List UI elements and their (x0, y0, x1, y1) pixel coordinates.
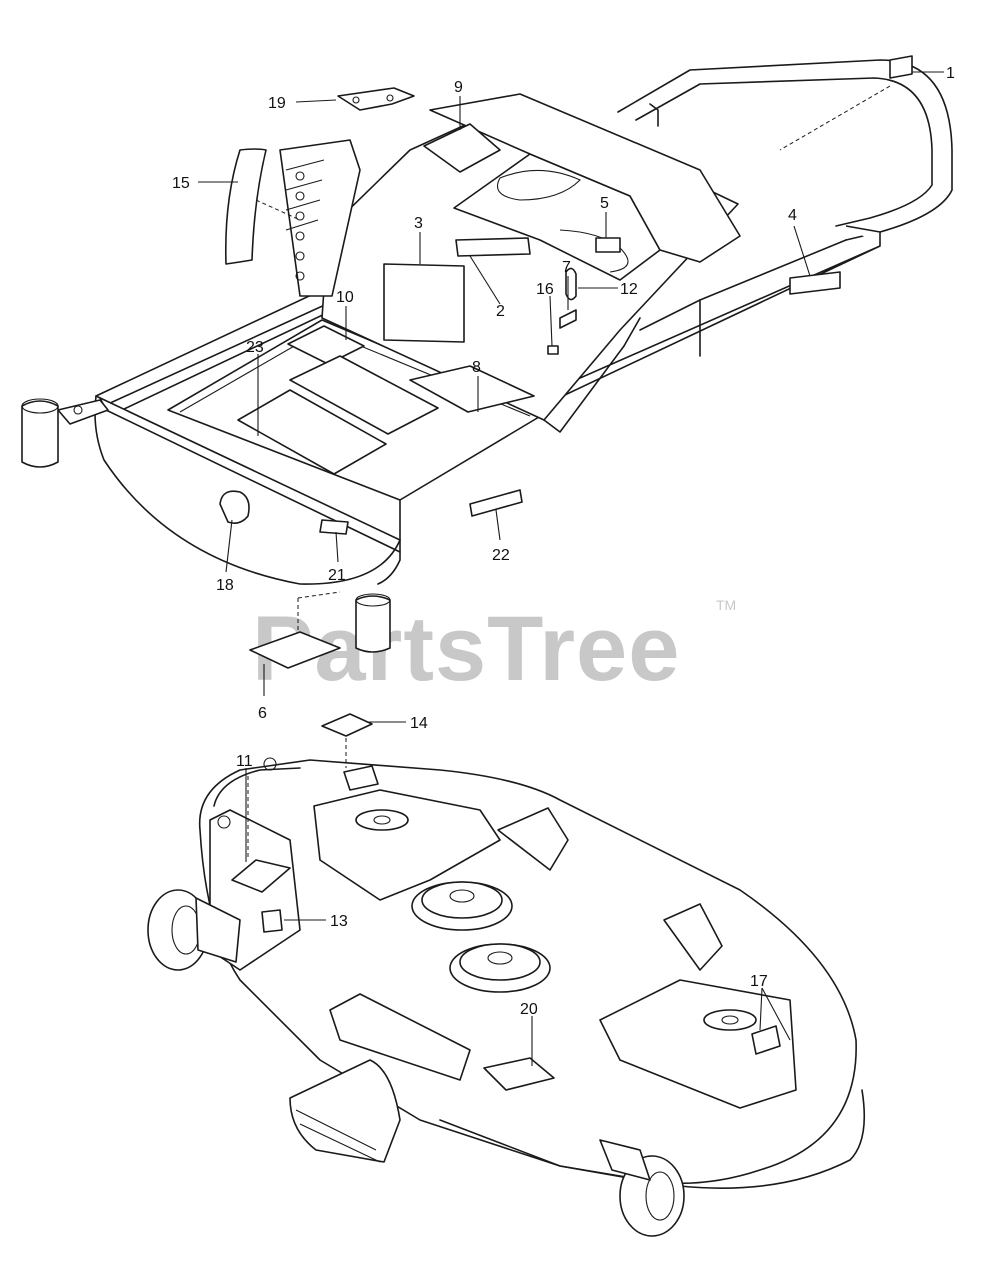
callout-label: 19 (268, 95, 286, 112)
callout-label: 1 (946, 65, 955, 82)
callout-label: 6 (258, 705, 267, 722)
callout-label: 21 (328, 567, 346, 584)
callout-12: 12 (578, 281, 638, 298)
callout-2: 2 (469, 255, 505, 320)
callout-label: 3 (414, 215, 423, 232)
callout-label: 22 (492, 547, 510, 564)
callout-3: 3 (414, 215, 423, 264)
callout-19: 19 (268, 95, 337, 112)
callout-20: 20 (520, 1001, 538, 1066)
callout-label: 8 (472, 359, 481, 376)
callout-label: 10 (336, 289, 354, 306)
callout-label: 5 (600, 195, 609, 212)
callout-9: 9 (454, 79, 463, 130)
callout-13: 13 (284, 913, 348, 930)
watermark-trademark: TM (716, 597, 736, 613)
callout-label: 9 (454, 79, 463, 96)
callout-23: 23 (246, 339, 264, 436)
callout-21: 21 (328, 531, 346, 584)
callout-label: 16 (536, 281, 554, 298)
callout-label: 12 (620, 281, 638, 298)
callout-label: 23 (246, 339, 264, 356)
callout-label: 13 (330, 913, 348, 930)
callout-label: 14 (410, 715, 428, 732)
callout-7: 7 (562, 259, 571, 310)
callouts: 1 2 3 4 5 6 7 8 (172, 65, 955, 1066)
callout-16: 16 (536, 281, 554, 347)
mower-deck-assembly (147, 713, 866, 1237)
callout-label: 7 (562, 259, 571, 276)
callout-17: 17 (750, 973, 791, 1041)
callout-1: 1 (912, 65, 955, 82)
callout-label: 17 (750, 973, 768, 990)
callout-label: 18 (216, 577, 234, 594)
callout-8: 8 (472, 359, 481, 412)
frame-assembly (21, 55, 953, 669)
callout-4: 4 (788, 207, 811, 277)
callout-11: 11 (236, 753, 253, 862)
callout-5: 5 (600, 195, 609, 238)
callout-label: 11 (236, 753, 253, 770)
callout-22: 22 (492, 509, 510, 564)
callout-10: 10 (336, 289, 354, 340)
callout-15: 15 (172, 175, 238, 192)
callout-label: 4 (788, 207, 797, 224)
callout-label: 15 (172, 175, 190, 192)
callout-label: 2 (496, 303, 505, 320)
callout-14: 14 (366, 715, 428, 732)
callout-6: 6 (258, 664, 267, 722)
callout-label: 20 (520, 1001, 538, 1018)
callout-18: 18 (216, 519, 234, 594)
